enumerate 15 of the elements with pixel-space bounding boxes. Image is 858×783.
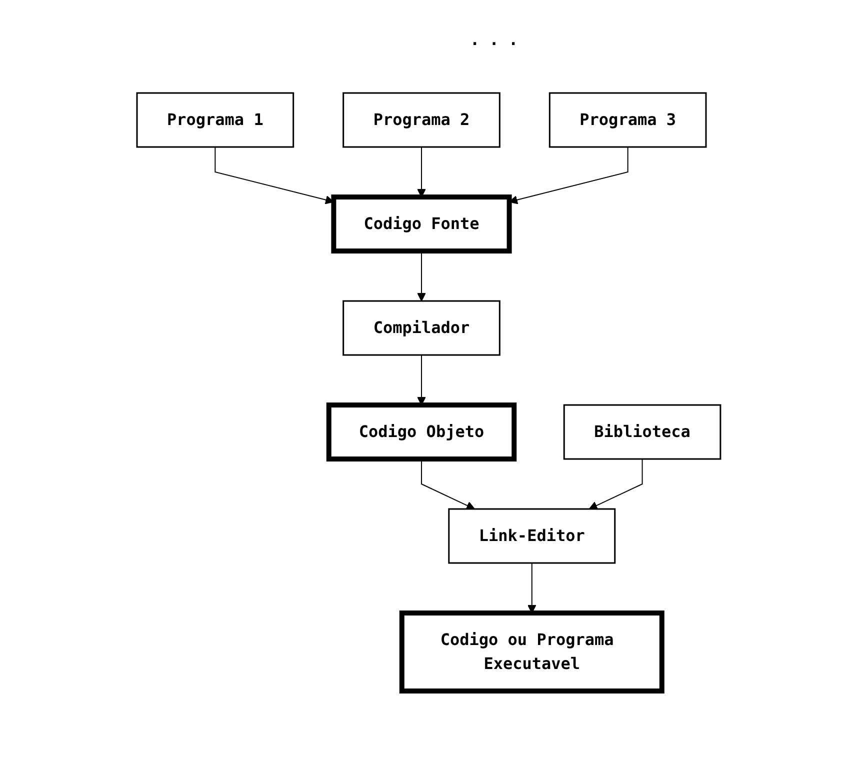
node-box: Compilador (342, 300, 501, 356)
node-box: Link-Editor (448, 508, 616, 564)
node-box: Codigo Fonte (331, 194, 512, 253)
arrow (417, 146, 426, 197)
arrow (509, 146, 629, 204)
node-box: Codigo Objeto (326, 402, 517, 461)
ellipsis-label: . . . (470, 30, 518, 49)
node-box: Programa 2 (342, 92, 501, 148)
arrow (528, 562, 537, 613)
node-box: Programa 3 (549, 92, 708, 148)
node-box: Programa 1 (136, 92, 294, 148)
node-box: Biblioteca (564, 404, 722, 460)
arrow (589, 458, 644, 510)
node-box: Codigo ou Programa Executavel (400, 610, 665, 693)
arrow (417, 354, 426, 405)
